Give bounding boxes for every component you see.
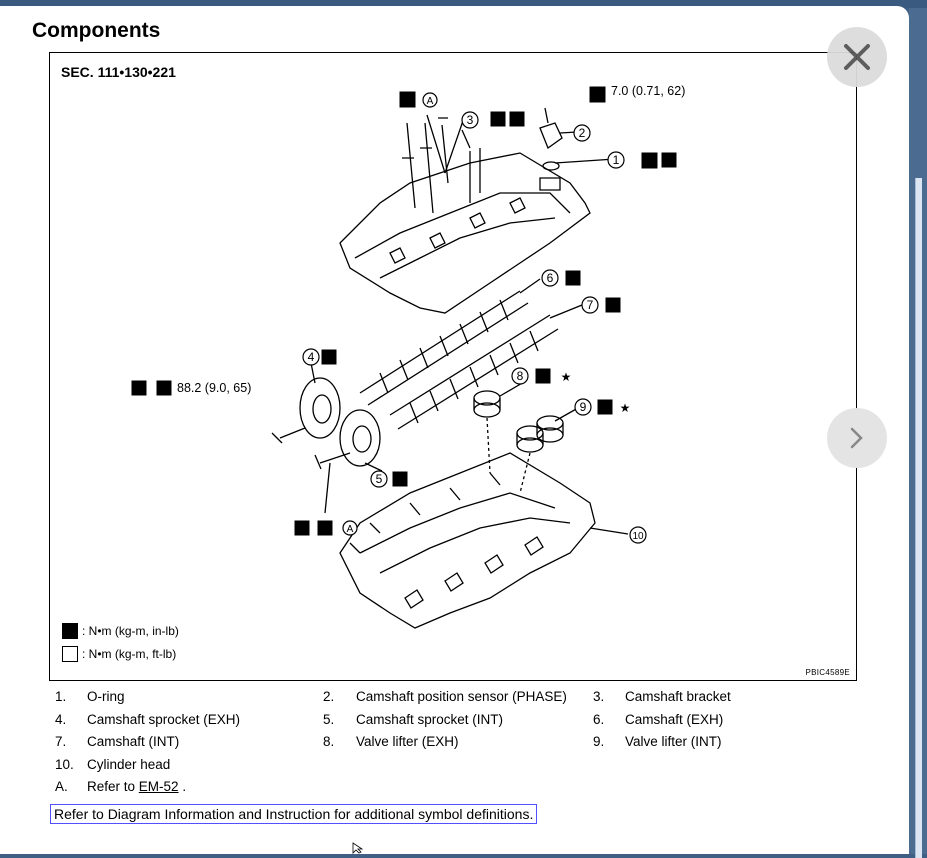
svg-text:5: 5 [376,472,383,486]
chevron-right-icon [850,427,863,449]
torque-spec-sensor: 7.0 (0.71, 62) [611,84,686,98]
svg-text:★: ★ [561,370,572,384]
page-title: Components [32,19,161,42]
list-item: 7. Camshaft (INT) 8. Valve lifter (EXH) … [55,734,722,749]
torque-spec-sprocket: 88.2 (9.0, 65) [177,381,252,395]
svg-text:A: A [427,96,434,107]
svg-text:9: 9 [580,400,587,414]
mouse-cursor-icon [352,842,364,854]
reference-link[interactable]: EM-52 [138,779,179,794]
figure-id: PBIC4589E [805,668,850,677]
torque-wrench-icon [62,623,78,639]
window-top-bar [0,0,927,8]
reference-text: Refer to [87,779,136,794]
lightbox-panel: Components SEC. 111•130•221 PBIC4589E [0,6,909,854]
close-icon [844,44,870,70]
background-scroll-area [909,8,927,858]
svg-text:6: 6 [547,271,554,285]
list-item: 10. Cylinder head [55,757,171,772]
list-item: 1. O-ring 2. Camshaft position sensor (P… [55,689,731,704]
svg-text:A: A [347,524,354,535]
svg-text:8: 8 [517,369,524,383]
list-item: 4. Camshaft sprocket (EXH) 5. Camshaft s… [55,712,724,727]
svg-text:1: 1 [613,153,620,167]
legend-in-lb: : N•m (kg-m, in-lb) [62,623,179,639]
symbol-definitions-link[interactable]: Refer to Diagram Information and Instruc… [50,804,538,824]
svg-text:2: 2 [579,126,586,140]
svg-text:4: 4 [308,350,315,364]
svg-text:7: 7 [587,298,594,312]
scrollbar[interactable] [915,178,922,858]
reference-item: A. Refer to EM-52 . [55,779,187,794]
legend-ft-lb: : N•m (kg-m, ft-lb) [62,646,176,662]
svg-text:★: ★ [620,401,631,415]
torque-wrench-outline-icon [62,646,78,662]
next-button[interactable] [827,408,887,468]
svg-text:3: 3 [467,113,474,127]
engine-exploded-view: 1 2 3 4 5 6 7 8 9 10 A A [131,86,677,629]
section-label: SEC. 111•130•221 [61,64,176,80]
close-button[interactable] [827,27,887,87]
svg-text:10: 10 [632,531,644,542]
components-diagram: SEC. 111•130•221 PBIC4589E [49,52,857,681]
